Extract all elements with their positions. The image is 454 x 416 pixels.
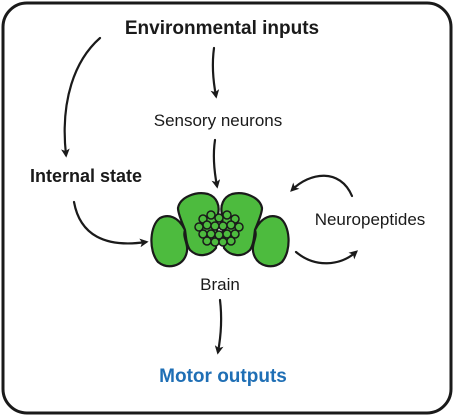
arrow-brain-to-motor-outputs bbox=[214, 298, 224, 355]
motor-outputs-label: Motor outputs bbox=[159, 366, 287, 387]
arrow-internal-state-to-brain bbox=[72, 200, 149, 248]
internal-state-label: Internal state bbox=[30, 166, 142, 186]
environmental-inputs-label: Environmental inputs bbox=[125, 18, 319, 39]
neuropeptides-label: Neuropeptides bbox=[315, 210, 426, 229]
arrow-environment-to-sensory bbox=[210, 46, 220, 99]
arrow-brain-to-neuropeptides bbox=[294, 250, 358, 265]
arrow-environment-to-internal-state bbox=[60, 36, 102, 158]
arrow-sensory-to-brain bbox=[211, 138, 221, 189]
brain-right-optic-lobe bbox=[251, 215, 290, 268]
sensory-neurons-label: Sensory neurons bbox=[154, 111, 283, 130]
brain-illustration bbox=[150, 192, 290, 268]
brain-label: Brain bbox=[200, 275, 240, 294]
brain-glomeruli bbox=[194, 210, 244, 247]
arrow-neuropeptides-to-brain bbox=[290, 174, 354, 198]
brain-left-optic-lobe bbox=[150, 215, 189, 268]
